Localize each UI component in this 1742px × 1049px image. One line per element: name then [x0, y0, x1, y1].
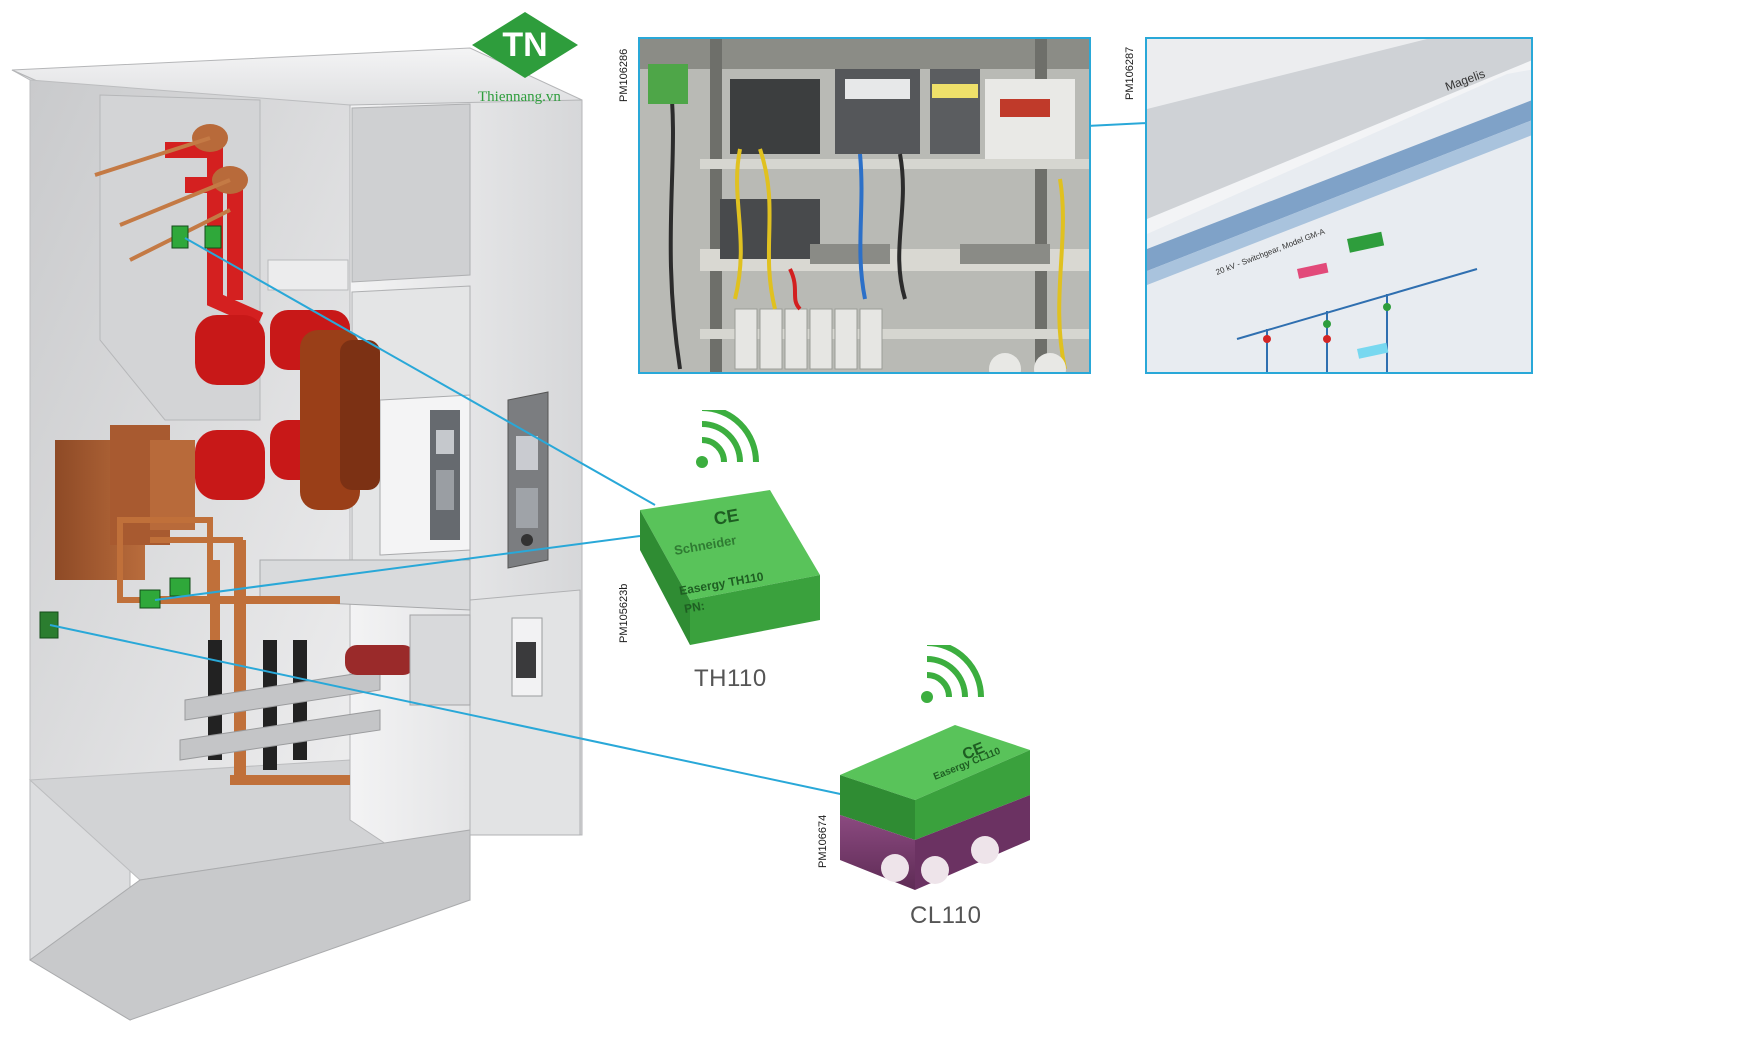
- control-cabinet-photo: [638, 37, 1091, 374]
- th110-wireless-signal-icon: [696, 410, 759, 468]
- th110-ce-mark: CE: [712, 505, 740, 529]
- cl110-label: CL110: [910, 902, 982, 929]
- th110-label: TH110: [694, 665, 767, 692]
- photo-id-3: PM105623b: [618, 583, 630, 643]
- sensor-markers: [39, 225, 222, 639]
- photo-id-2: PM106287: [1124, 46, 1136, 100]
- photo-id-4: PM106674: [817, 814, 829, 868]
- th110-sensor-device: CE Schneider Easergy TH110 PN:: [640, 490, 820, 645]
- photo-id-1: PM106286: [618, 48, 630, 102]
- cable-supports: [179, 669, 381, 761]
- breaker-poles: [300, 330, 380, 510]
- cl110-wireless-signal-icon: [921, 645, 984, 703]
- logo-site-text: Thiennang.vn: [478, 89, 561, 105]
- hmi-screen-photo: Magelis 20 kV - Switchgear, Model GM-A: [1145, 37, 1533, 374]
- brand-logo: TN: [472, 12, 578, 78]
- logo-initials: TN: [502, 26, 547, 64]
- current-transformers: [55, 425, 195, 580]
- cl110-sensor-device: CE Easergy CL110: [840, 725, 1030, 890]
- th110-pn-text: PN:: [683, 599, 706, 616]
